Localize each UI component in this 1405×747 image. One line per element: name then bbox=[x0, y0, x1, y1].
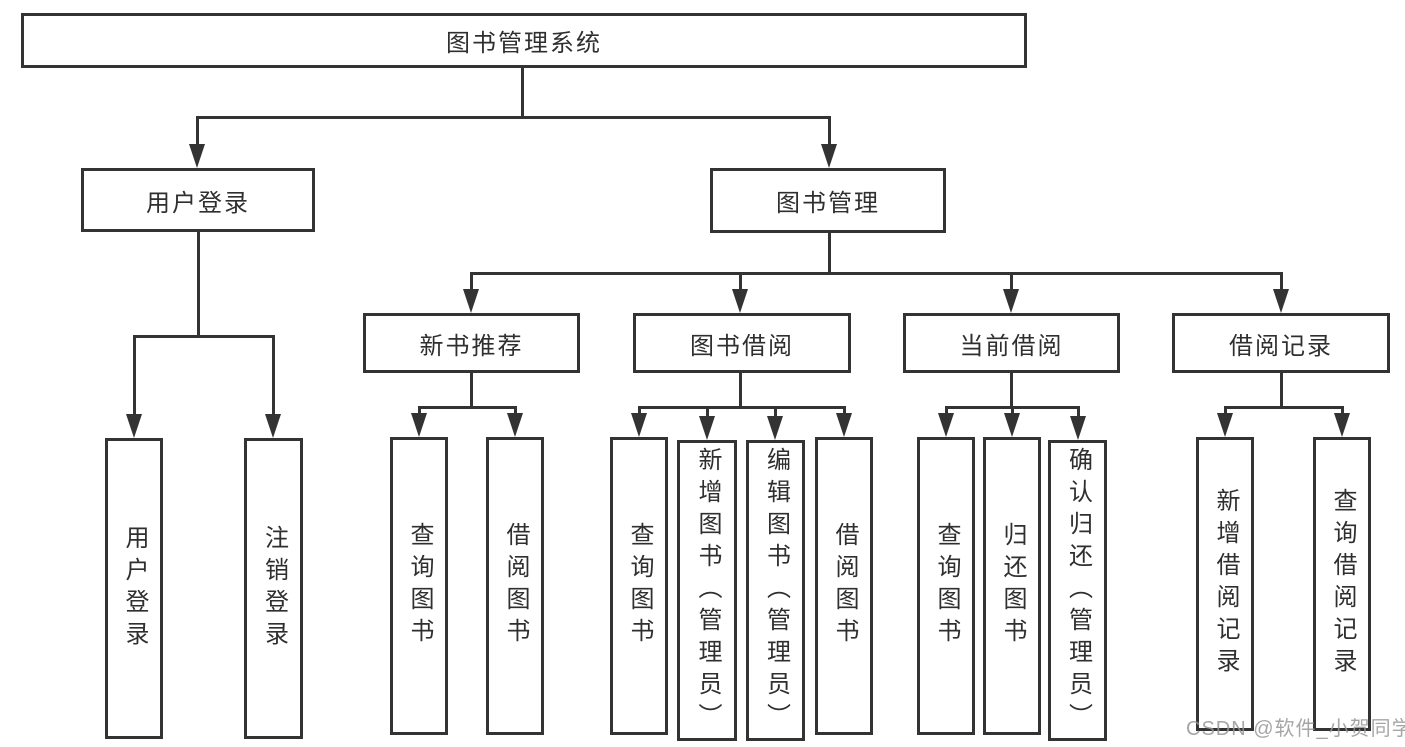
connector-drop-cb-confirm bbox=[1077, 406, 1080, 416]
connector-drop-bb-borrow bbox=[843, 406, 846, 413]
arrowhead-down-borrow-records bbox=[1273, 289, 1289, 313]
arrowhead-down-new-book-rec bbox=[463, 289, 479, 313]
leaf-bb-borrow-books: 借阅图书 bbox=[815, 437, 873, 735]
connector-drop-rec-borrow bbox=[514, 406, 517, 413]
node-borrow-records: 借阅记录 bbox=[1172, 313, 1390, 373]
connector-drop-user-login bbox=[196, 116, 199, 144]
arrowhead-down-rec-borrow bbox=[507, 413, 523, 437]
arrowhead-down-br-query bbox=[1334, 413, 1350, 437]
connector-drop-bb-query bbox=[638, 406, 641, 413]
connector-current-borrow-stem bbox=[1010, 373, 1013, 407]
arrowhead-down-user-login bbox=[189, 144, 205, 168]
connector-drop-logout-leaf bbox=[272, 335, 275, 414]
arrowhead-down-book-mgmt bbox=[821, 144, 837, 168]
arrowhead-down-cb-confirm bbox=[1070, 416, 1086, 440]
watermark-text: CSDN @软件_小贺同学 bbox=[1186, 718, 1405, 740]
connector-borrow-records-branch bbox=[1224, 406, 1344, 409]
connector-drop-login-leaf bbox=[133, 335, 136, 414]
connector-drop-book-mgmt bbox=[828, 116, 831, 144]
arrowhead-down-rec-query bbox=[411, 413, 427, 437]
connector-book-mgmt-branch bbox=[470, 272, 1283, 275]
arrowhead-down-bb-edit bbox=[767, 416, 783, 440]
node-current-borrow: 当前借阅 bbox=[903, 313, 1120, 373]
arrowhead-down-logout-leaf bbox=[265, 414, 281, 438]
connector-root-stem bbox=[521, 68, 524, 117]
node-user-login: 用户登录 bbox=[81, 168, 315, 232]
connector-root-branch bbox=[196, 116, 831, 119]
arrowhead-down-current-borrow bbox=[1003, 289, 1019, 313]
connector-new-book-rec-stem bbox=[470, 373, 473, 407]
connector-drop-cb-query bbox=[945, 406, 948, 413]
leaf-cb-confirm-return-admin: 确认归还（管理员） bbox=[1048, 440, 1107, 741]
leaf-rec-borrow-books: 借阅图书 bbox=[486, 437, 544, 735]
arrowhead-down-cb-query bbox=[938, 413, 954, 437]
connector-book-borrow-stem bbox=[739, 373, 742, 407]
connector-user-login-stem bbox=[197, 232, 200, 336]
connector-drop-br-add bbox=[1224, 406, 1227, 413]
arrowhead-down-br-add bbox=[1217, 413, 1233, 437]
connector-drop-new-book-rec bbox=[470, 272, 473, 289]
arrowhead-down-bb-add bbox=[699, 416, 715, 440]
node-root-system: 图书管理系统 bbox=[21, 13, 1027, 68]
leaf-bb-query-books: 查询图书 bbox=[610, 437, 668, 735]
connector-drop-book-borrow bbox=[739, 272, 742, 289]
leaf-cb-query-books: 查询图书 bbox=[917, 437, 975, 735]
leaf-user-login: 用户登录 bbox=[105, 438, 163, 739]
arrowhead-down-cb-return bbox=[1004, 413, 1020, 437]
leaf-cb-return-books: 归还图书 bbox=[983, 437, 1041, 735]
connector-new-book-rec-branch bbox=[418, 406, 517, 409]
connector-drop-rec-query bbox=[418, 406, 421, 413]
leaf-br-query-record: 查询借阅记录 bbox=[1313, 437, 1371, 731]
arrowhead-down-book-borrow bbox=[732, 289, 748, 313]
connector-drop-bb-edit bbox=[774, 406, 777, 416]
leaf-bb-edit-books-admin: 编辑图书（管理员） bbox=[746, 440, 805, 741]
leaf-rec-query-books: 查询图书 bbox=[390, 437, 448, 735]
arrowhead-down-bb-query bbox=[631, 413, 647, 437]
node-book-borrow: 图书借阅 bbox=[633, 313, 851, 373]
leaf-logout: 注销登录 bbox=[244, 438, 303, 739]
connector-drop-bb-add bbox=[706, 406, 709, 416]
connector-drop-br-query bbox=[1341, 406, 1344, 413]
leaf-br-add-record: 新增借阅记录 bbox=[1196, 437, 1254, 731]
connector-user-login-branch bbox=[133, 335, 274, 338]
connector-borrow-records-stem bbox=[1280, 373, 1283, 407]
leaf-bb-add-books-admin: 新增图书（管理员） bbox=[677, 440, 737, 741]
node-book-mgmt: 图书管理 bbox=[710, 168, 946, 233]
connector-drop-cb-return bbox=[1011, 406, 1014, 413]
arrowhead-down-login-leaf bbox=[126, 414, 142, 438]
connector-drop-current-borrow bbox=[1010, 272, 1013, 289]
connector-drop-borrow-records bbox=[1280, 272, 1283, 289]
node-new-book-rec: 新书推荐 bbox=[363, 313, 580, 373]
arrowhead-down-bb-borrow bbox=[836, 413, 852, 437]
connector-book-borrow-branch bbox=[638, 406, 846, 409]
connector-book-mgmt-stem bbox=[828, 233, 831, 273]
